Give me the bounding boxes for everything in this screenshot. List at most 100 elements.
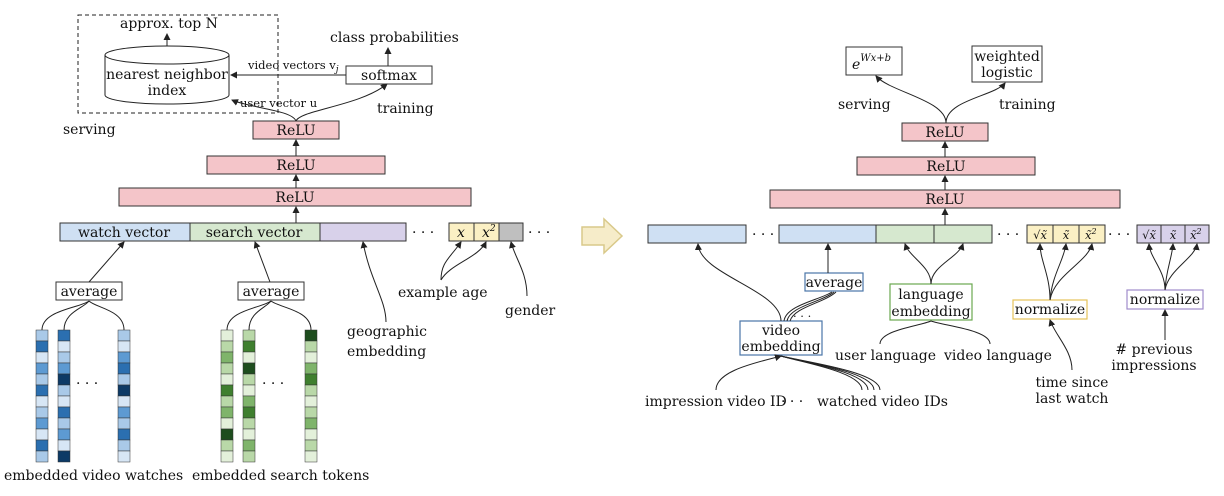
- average-search-box: [237, 281, 305, 301]
- search-token-embedding-cell: [220, 351, 234, 364]
- x-tilde2-label: x̃2: [1085, 227, 1097, 242]
- video-watch-embedding-cell: [35, 373, 49, 386]
- video-watch-embedding-cell: [57, 406, 71, 419]
- ellipsis-icon: · · ·: [528, 225, 550, 241]
- serving-label-left: serving: [63, 122, 116, 138]
- imp-x2-segment: [1184, 224, 1210, 244]
- search-token-embedding-cell: [220, 329, 234, 342]
- video-watch-embedding-cell: [57, 439, 71, 452]
- search-token-embedding-cell: [304, 428, 318, 441]
- lang-to-video-seg-arrow: [930, 243, 965, 285]
- x-label: x: [457, 225, 465, 241]
- training-label-left: training: [377, 101, 434, 117]
- search-token-embedding-cell: [242, 384, 256, 397]
- sqrt-x-label: √x̃: [1142, 228, 1156, 242]
- previous-impressions-label-1: # previous: [1115, 342, 1192, 358]
- geographic-label-2: embedding: [347, 344, 426, 360]
- video-watch-embedding-cell: [117, 406, 131, 419]
- search-token-embedding-cell: [220, 395, 234, 408]
- relu-label: ReLU: [925, 125, 964, 141]
- relu-label: ReLU: [275, 190, 314, 206]
- video-watch-embedding-cell: [117, 439, 131, 452]
- embedded-video-watches-columns: [35, 329, 131, 463]
- search-fan-3: [270, 300, 312, 331]
- video-watch-embedding-cell: [35, 450, 49, 463]
- search-vector-label: search vector: [206, 225, 303, 241]
- time-x2-segment: [1078, 224, 1106, 244]
- example-age-label: example age: [398, 285, 488, 301]
- search-token-embedding-cell: [220, 417, 234, 430]
- video-watch-embedding-cell: [117, 351, 131, 364]
- search-token-embedding-cell: [242, 340, 256, 353]
- norm-imp-to-sqrt: [1145, 243, 1166, 291]
- average-label: average: [243, 284, 300, 300]
- video-watch-embedding-cell: [35, 340, 49, 353]
- watched-video-ids-label: watched video IDs: [817, 394, 948, 410]
- ellipsis-icon: · · ·: [76, 376, 98, 392]
- video-watch-embedding-cell: [57, 329, 71, 342]
- average-box-right: [804, 272, 864, 292]
- search-token-embedding-cell: [304, 384, 318, 397]
- weighted-label: weighted: [974, 49, 1040, 65]
- search-token-embedding-cell: [242, 351, 256, 364]
- video-watch-embedding-cell: [57, 450, 71, 463]
- ellipsis-icon: · · ·: [793, 309, 811, 323]
- embedded-search-tokens-label: embedded search tokens: [192, 468, 369, 484]
- impression-video-segment: [647, 224, 747, 244]
- gender-arrow: [509, 241, 528, 297]
- time-since-label-2: last watch: [1036, 391, 1109, 407]
- search-token-embedding-cell: [242, 428, 256, 441]
- search-token-embedding-cell: [304, 340, 318, 353]
- ellipsis-icon: · · ·: [1108, 227, 1130, 243]
- video-lang-in: [930, 320, 991, 345]
- video-embedding-label-1: video: [761, 323, 800, 339]
- sqrt-x-label: √x̃: [1033, 228, 1047, 242]
- right-arrow-outline-icon: [581, 217, 624, 255]
- nn-index-label-1: nearest neighbor: [106, 67, 228, 83]
- embedded-video-watches-label: embedded video watches: [4, 468, 183, 484]
- cylinder-index-icon: [104, 45, 230, 105]
- video-watch-embedding-cell: [117, 373, 131, 386]
- video-vectors-label: video vectors vj: [247, 58, 339, 75]
- video-embedding-box: [739, 320, 823, 356]
- search-token-embedding-cell: [220, 428, 234, 441]
- video-watch-embedding-cell: [117, 340, 131, 353]
- search-token-embedding-cell: [304, 450, 318, 463]
- search-token-embedding-cell: [220, 384, 234, 397]
- video-language-segment: [933, 224, 993, 244]
- video-emb-to-average-3: [789, 291, 837, 322]
- search-token-embedding-cell: [304, 351, 318, 364]
- x-tilde-label: x̃: [1170, 228, 1177, 242]
- video-watch-embedding-cell: [57, 351, 71, 364]
- relu-label: ReLU: [926, 159, 965, 175]
- class-probabilities-label: class probabilities: [330, 30, 459, 46]
- watch-fan-1: [41, 300, 90, 331]
- geo-arrow: [360, 241, 387, 323]
- geographic-label-1: geographic: [347, 324, 427, 340]
- ellipsis-icon: · · ·: [412, 225, 434, 241]
- video-watch-embedding-cell: [57, 340, 71, 353]
- video-emb-to-impression-arrow: [694, 243, 782, 322]
- video-emb-to-average-2: [786, 291, 835, 322]
- search-token-embedding-cell: [304, 395, 318, 408]
- video-watch-embedding-cell: [117, 384, 131, 397]
- norm-time-to-x: [1049, 243, 1069, 301]
- serving-dashed-region: [77, 14, 279, 114]
- user-lang-in: [879, 320, 932, 345]
- relu-label: ReLU: [276, 123, 315, 139]
- weighted-logistic-box: [971, 45, 1043, 83]
- search-token-embedding-cell: [304, 417, 318, 430]
- video-language-label: video language: [943, 348, 1052, 364]
- embedded-search-tokens-columns: [220, 329, 318, 463]
- average-label: average: [806, 275, 863, 291]
- approx-top-n-label: approx. top N: [120, 16, 218, 32]
- video-watch-embedding-cell: [35, 406, 49, 419]
- video-watch-embedding-cell: [117, 395, 131, 408]
- search-token-embedding-cell: [242, 362, 256, 375]
- search-token-embedding-cell: [220, 373, 234, 386]
- search-fan-1: [226, 300, 272, 331]
- video-watch-embedding-cell: [117, 417, 131, 430]
- ellipsis-icon: · · ·: [752, 227, 774, 243]
- training-label-right: training: [999, 97, 1056, 113]
